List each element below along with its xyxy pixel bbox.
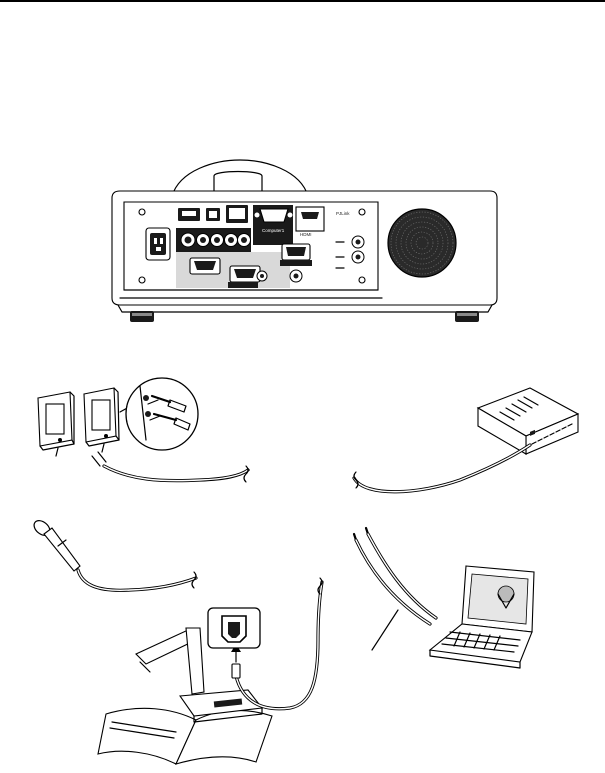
svg-text:HDMI: HDMI	[300, 232, 312, 237]
svg-text:PJLink: PJLink	[336, 211, 350, 216]
laptop-cables	[354, 528, 436, 650]
microphone-icon	[31, 518, 196, 591]
projector-icon: Computer1 HDMI PJLink	[112, 160, 497, 322]
audio-plug-icon	[120, 378, 198, 450]
usb-b-port-icon	[208, 608, 260, 648]
network-hub-icon	[478, 388, 578, 454]
lan-cable	[354, 445, 530, 492]
svg-text:Computer1: Computer1	[262, 228, 285, 233]
speaker-icon	[38, 388, 119, 456]
document-camera-icon	[98, 578, 322, 764]
speaker-cable	[92, 452, 248, 482]
laptop-icon	[430, 566, 534, 668]
